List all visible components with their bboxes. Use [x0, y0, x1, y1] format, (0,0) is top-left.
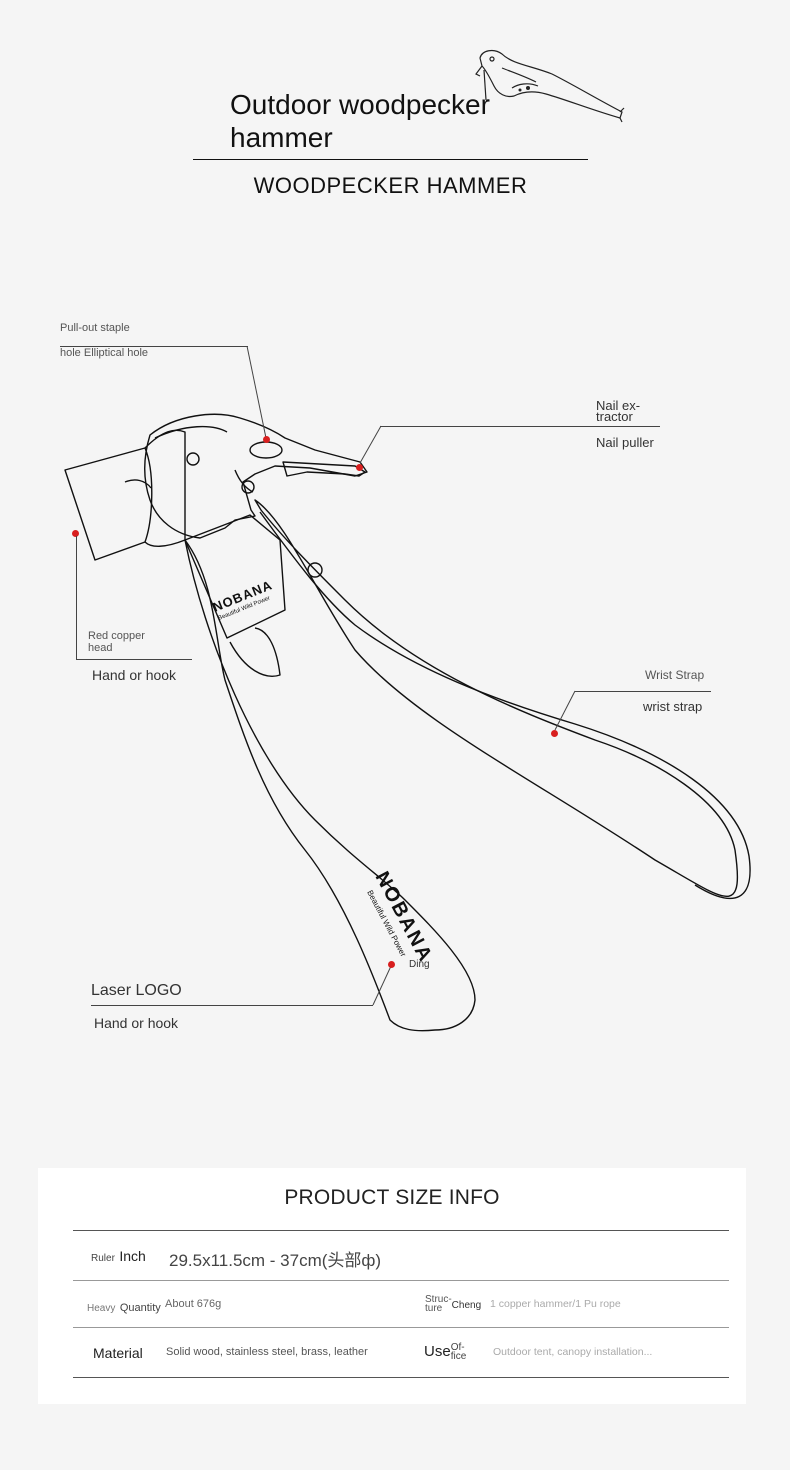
ruler-value: 29.5x11.5cm - 37cm(头部ф)	[169, 1251, 382, 1270]
nail-extractor-marker	[356, 464, 363, 471]
table-bottom-rule	[73, 1377, 729, 1378]
callout-copper-vline	[76, 536, 77, 660]
weight-label-a: Heavy	[87, 1303, 116, 1314]
callout-laser-logo: Laser LOGO	[91, 982, 182, 999]
callout-nail-leader	[359, 425, 382, 464]
callout-nail-line	[380, 426, 660, 427]
wrist-strap	[254, 499, 739, 897]
page-subtitle: WOODPECKER HAMMER	[253, 173, 528, 198]
nail-claw	[282, 461, 366, 477]
structure-value: 1 copper hammer/1 Pu rope	[490, 1298, 621, 1310]
callout-hand-hook-1: Hand or hook	[92, 667, 177, 683]
ruler-label-b: Inch	[119, 1248, 146, 1264]
size-info-title: PRODUCT SIZE INFO	[284, 1186, 500, 1209]
callout-laser-leader	[372, 965, 392, 1006]
structure-label-c: Cheng	[451, 1300, 482, 1312]
weight-row-label: Heavy Quantity	[87, 1298, 161, 1316]
use-label-c: fice	[450, 1351, 467, 1362]
callout-wrist-strap-2: wrist strap	[643, 699, 703, 714]
title-divider	[193, 159, 588, 160]
hammer-illustration: NOBANA Beautiful Wild Power NOBANA Beaut…	[64, 413, 751, 1032]
copper-label-line-2: head	[88, 642, 113, 654]
table-top-rule	[73, 1230, 729, 1231]
title-line-2: hammer	[230, 122, 333, 153]
table-rule-1	[73, 1280, 729, 1281]
nail-extractor-line-2: tractor	[596, 409, 633, 424]
copper-head	[64, 447, 153, 561]
size-info-card: PRODUCT SIZE INFO Ruler Inch 29.5x11.5cm…	[38, 1168, 746, 1404]
woodpecker-icon	[475, 49, 625, 123]
leather-collar	[184, 514, 286, 639]
hammer-handle	[184, 539, 476, 1032]
material-value: Solid wood, stainless steel, brass, leat…	[166, 1346, 368, 1358]
laser-logo-marker	[388, 961, 395, 968]
ruler-label-a: Ruler	[91, 1253, 115, 1264]
callout-copper-label: Red copper head	[88, 630, 145, 654]
callout-hand-hook-2: Hand or hook	[94, 1015, 179, 1031]
weight-label-b: Quantity	[119, 1302, 161, 1314]
callout-strap-leader	[554, 690, 576, 731]
copper-label-line-1: Red copper	[88, 630, 145, 642]
nail-extractor-line-1: Nail ex-	[596, 398, 641, 413]
steel-body	[144, 413, 368, 539]
table-rule-2	[73, 1327, 729, 1328]
staple-hole-marker	[263, 436, 270, 443]
use-label-b: Of-	[450, 1342, 465, 1353]
callout-nail-puller: Nail puller	[596, 435, 654, 450]
title-line-1: Outdoor woodpecker	[230, 89, 490, 120]
callout-staple-leader	[246, 346, 267, 439]
use-row-label: Use Of- fice	[424, 1342, 467, 1362]
callout-strap-line	[575, 691, 711, 692]
wrist-strap-marker	[551, 730, 558, 737]
callout-nail-extractor: Nail ex- tractor	[596, 398, 641, 424]
callout-laser-line	[91, 1005, 373, 1006]
material-label: Material	[93, 1345, 143, 1361]
use-label-a: Use	[424, 1343, 451, 1361]
callout-copper-hline	[76, 659, 192, 660]
use-value: Outdoor tent, canopy installation...	[493, 1346, 653, 1358]
callout-wrist-strap-1: Wrist Strap	[645, 668, 705, 682]
callout-staple-label: Pull-out staple	[60, 322, 130, 334]
structure-row-label: Struc- ture Cheng	[425, 1294, 482, 1314]
ding-label: Ding	[409, 959, 430, 970]
weight-value: About 676g	[165, 1298, 222, 1310]
page-title: Outdoor woodpecker hammer	[230, 88, 590, 154]
ruler-row-label: Ruler Inch	[91, 1248, 146, 1266]
structure-label-a: Struc-	[425, 1294, 452, 1305]
callout-staple-label-2: hole Elliptical hole	[60, 347, 149, 359]
copper-head-marker	[72, 530, 79, 537]
structure-label-b: ture	[425, 1303, 443, 1314]
callout-staple-line	[60, 346, 248, 347]
